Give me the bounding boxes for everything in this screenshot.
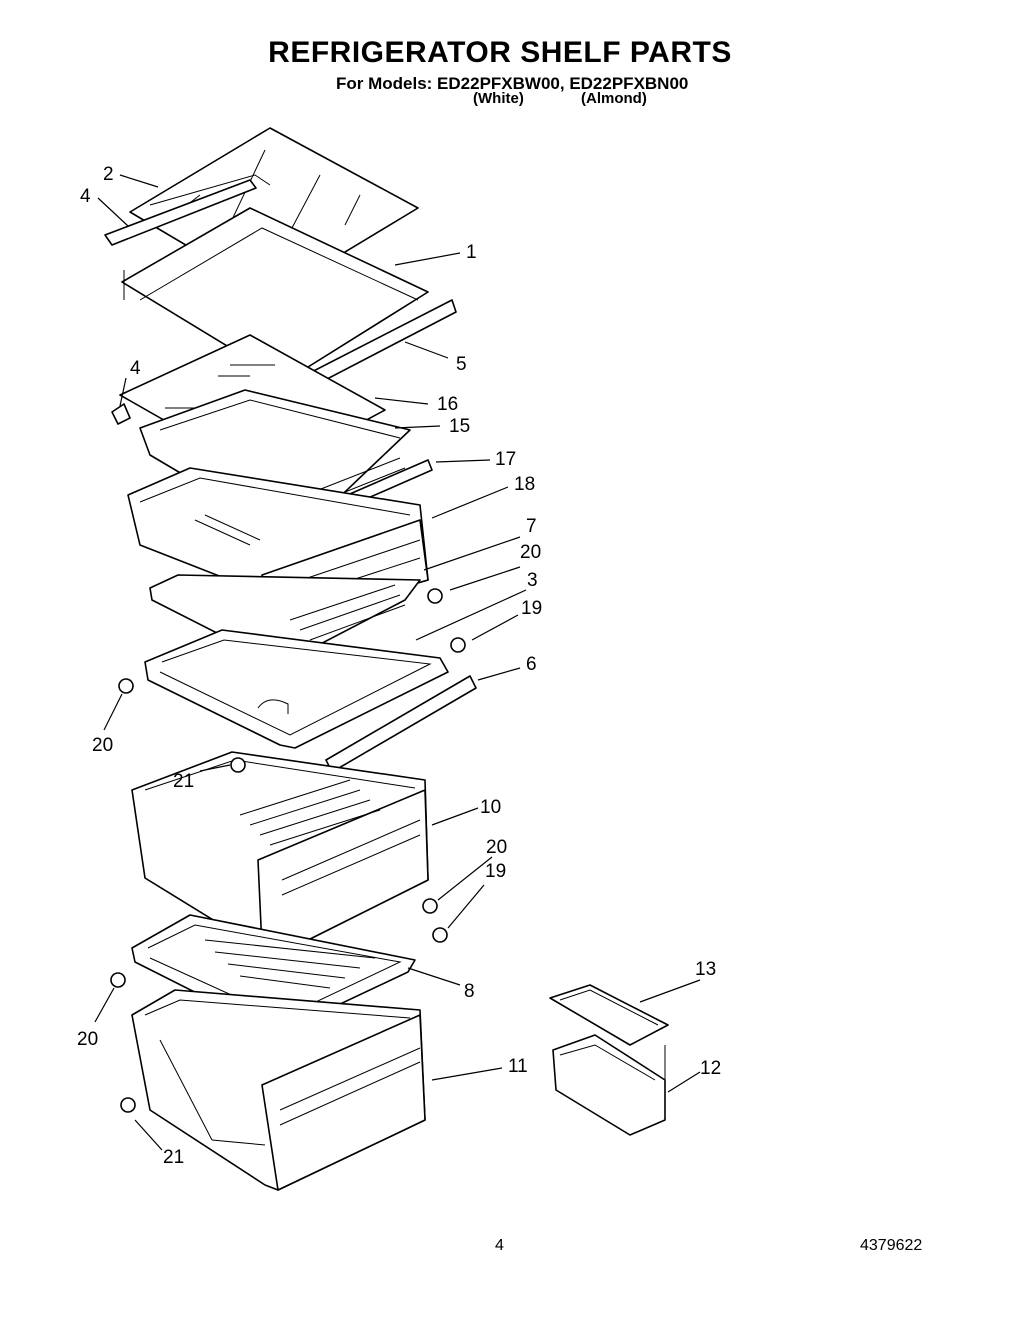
- callout-7: 7: [526, 516, 537, 537]
- variant-almond-label: (Almond): [581, 90, 647, 107]
- callout-15: 15: [449, 416, 470, 437]
- shelf-frame-top: [104, 179, 457, 393]
- model-subtitle: For Models: ED22PFXBW00, ED22PFXBN00: [336, 74, 689, 93]
- variant-white-label: (White): [473, 90, 524, 107]
- callout-6: 6: [526, 654, 537, 675]
- callout-17: 17: [495, 449, 516, 470]
- crisper-frame: [144, 629, 477, 773]
- callout-19-lower: 19: [485, 861, 506, 882]
- callout-19-top: 19: [521, 598, 542, 619]
- callout-20-left-lower: 20: [77, 1029, 98, 1050]
- callout-18: 18: [514, 474, 535, 495]
- callout-20-left-upper: 20: [92, 735, 113, 756]
- callout-21-lower: 21: [163, 1147, 184, 1168]
- crisper-drawer-lower: [131, 989, 426, 1191]
- callout-11: 11: [508, 1056, 528, 1077]
- leader-lines: [94, 174, 701, 1151]
- page-title: REFRIGERATOR SHELF PARTS: [268, 36, 732, 69]
- callout-3: 3: [527, 570, 538, 591]
- callout-2: 2: [103, 164, 114, 185]
- callout-8: 8: [464, 981, 475, 1002]
- glass-insert: [149, 574, 421, 666]
- callout-4-lower: 4: [130, 358, 141, 379]
- crisper-cover-lower: [131, 914, 416, 1031]
- crisper-drawer-upper: [131, 751, 429, 956]
- callout-12: 12: [700, 1058, 721, 1079]
- callout-10: 10: [480, 797, 501, 818]
- callout-20-top: 20: [520, 542, 541, 563]
- callout-20-right: 20: [486, 837, 507, 858]
- callout-16: 16: [437, 394, 458, 415]
- callout-5: 5: [456, 354, 467, 375]
- callout-13: 13: [695, 959, 716, 980]
- callout-4-upper: 4: [80, 186, 91, 207]
- page-number: 4: [495, 1237, 504, 1254]
- roller-fasteners: [110, 588, 466, 1113]
- callout-21-upper: 21: [173, 771, 194, 792]
- callout-1: 1: [466, 242, 477, 263]
- small-bin-with-lid: [549, 984, 669, 1136]
- document-number: 4379622: [860, 1237, 923, 1254]
